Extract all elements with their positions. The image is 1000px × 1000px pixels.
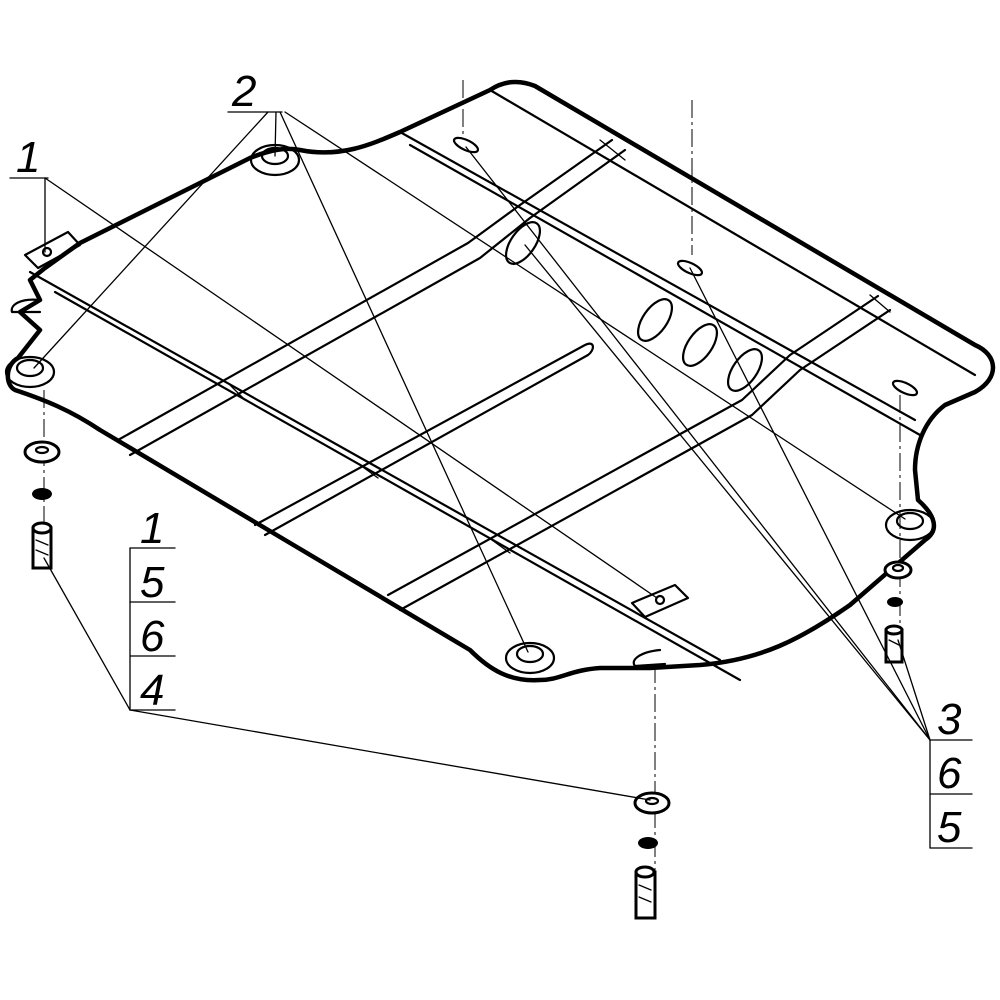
callout-label: 5: [140, 558, 165, 607]
grommet: [4, 355, 56, 389]
callout-stack-left: 1 5 6 4: [129, 504, 176, 715]
hook-left: [10, 298, 42, 314]
nut-icon: [887, 597, 903, 607]
plate-outline: [5, 79, 996, 683]
plate-slots: [452, 136, 919, 397]
callout-2: 2: [227, 67, 283, 116]
grommet: [504, 641, 556, 675]
callout-stack-right: 3 6 5: [929, 695, 973, 852]
callout-label: 3: [937, 695, 962, 744]
nut-icon: [638, 837, 658, 849]
washer-icon: [883, 560, 913, 580]
mount-holes: [4, 143, 936, 675]
slot-oval: [726, 348, 764, 392]
bolt-icon: [634, 865, 657, 920]
plate-ribs: [28, 88, 977, 682]
washer-icon: [23, 440, 61, 464]
fasteners: [23, 440, 913, 920]
bolt-icon: [31, 521, 53, 570]
tab-bracket: [23, 230, 82, 270]
slot-oval: [504, 221, 542, 265]
callout-label: 1: [16, 133, 40, 182]
slot-oval: [681, 323, 719, 367]
bolt-icon: [884, 624, 904, 664]
hook-bottom: [632, 648, 667, 668]
slot-small: [676, 259, 704, 277]
tab-bracket: [630, 583, 690, 619]
grommet: [884, 508, 936, 542]
callout-label: 6: [140, 612, 165, 661]
slot-oval: [636, 298, 674, 342]
nut-icon: [32, 488, 52, 500]
slot-small: [891, 379, 919, 397]
callout-1-top: 1: [9, 133, 49, 182]
center-lines: [43, 80, 901, 900]
leader-lines: [33, 111, 931, 801]
callout-label: 1: [140, 504, 164, 553]
callout-label: 6: [937, 749, 962, 798]
callout-label: 2: [231, 67, 256, 116]
callout-label: 5: [937, 803, 962, 852]
slot-small: [452, 136, 480, 154]
callout-label: 4: [140, 666, 164, 715]
washer-icon: [633, 791, 671, 815]
